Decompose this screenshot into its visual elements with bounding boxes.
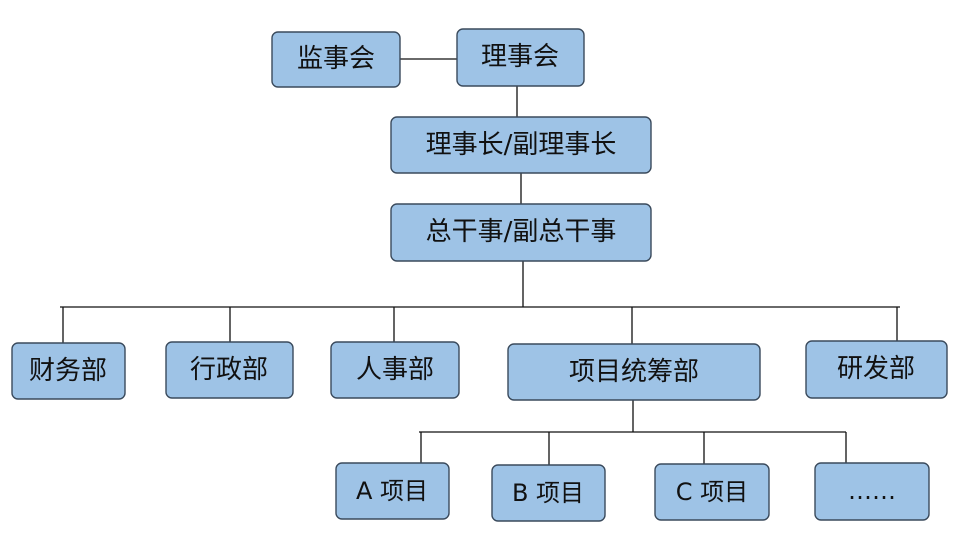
node-chairman: 理事长/副理事长 — [390, 116, 652, 174]
node-chairman-label: 理事长/副理事长 — [426, 130, 617, 160]
node-council-label: 理事会 — [481, 42, 559, 72]
node-project-a: A 项目 — [335, 462, 450, 520]
node-dept-finance-box — [11, 342, 126, 400]
node-dept-rnd-label: 研发部 — [837, 354, 915, 384]
node-project-c-box — [654, 463, 770, 521]
node-chairman-box — [390, 116, 652, 174]
node-project-more-label: …… — [848, 477, 896, 505]
node-supervisors: 监事会 — [271, 31, 401, 88]
node-supervisors-label: 监事会 — [297, 44, 375, 74]
node-council: 理事会 — [456, 28, 585, 87]
node-project-b-label: B 项目 — [512, 479, 584, 507]
node-dept-finance-label: 财务部 — [29, 356, 107, 386]
node-dept-project-coordination-label: 项目统筹部 — [569, 357, 699, 387]
node-dept-project-coordination: 项目统筹部 — [507, 343, 761, 401]
node-dept-admin-label: 行政部 — [190, 355, 268, 385]
node-project-more-box — [814, 462, 930, 521]
node-project-c-label: C 项目 — [676, 478, 748, 506]
node-dept-rnd-box — [805, 340, 948, 399]
node-project-more: …… — [814, 462, 930, 521]
node-dept-finance: 财务部 — [11, 342, 126, 400]
node-secretary-general-label: 总干事/副总干事 — [426, 217, 617, 247]
node-dept-admin-box — [165, 341, 294, 399]
node-dept-project-coordination-box — [507, 343, 761, 401]
node-project-a-label: A 项目 — [356, 477, 428, 505]
node-secretary-general-box — [390, 203, 652, 262]
node-secretary-general: 总干事/副总干事 — [390, 203, 652, 262]
node-dept-admin: 行政部 — [165, 341, 294, 399]
node-project-b-box — [491, 464, 606, 522]
node-council-box — [456, 28, 585, 87]
node-dept-hr-box — [330, 341, 460, 399]
node-supervisors-box — [271, 31, 401, 88]
node-dept-hr-label: 人事部 — [356, 355, 434, 385]
node-project-c: C 项目 — [654, 463, 770, 521]
node-dept-hr: 人事部 — [330, 341, 460, 399]
node-project-b: B 项目 — [491, 464, 606, 522]
node-project-a-box — [335, 462, 450, 520]
node-dept-rnd: 研发部 — [805, 340, 948, 399]
connectors — [60, 58, 900, 465]
